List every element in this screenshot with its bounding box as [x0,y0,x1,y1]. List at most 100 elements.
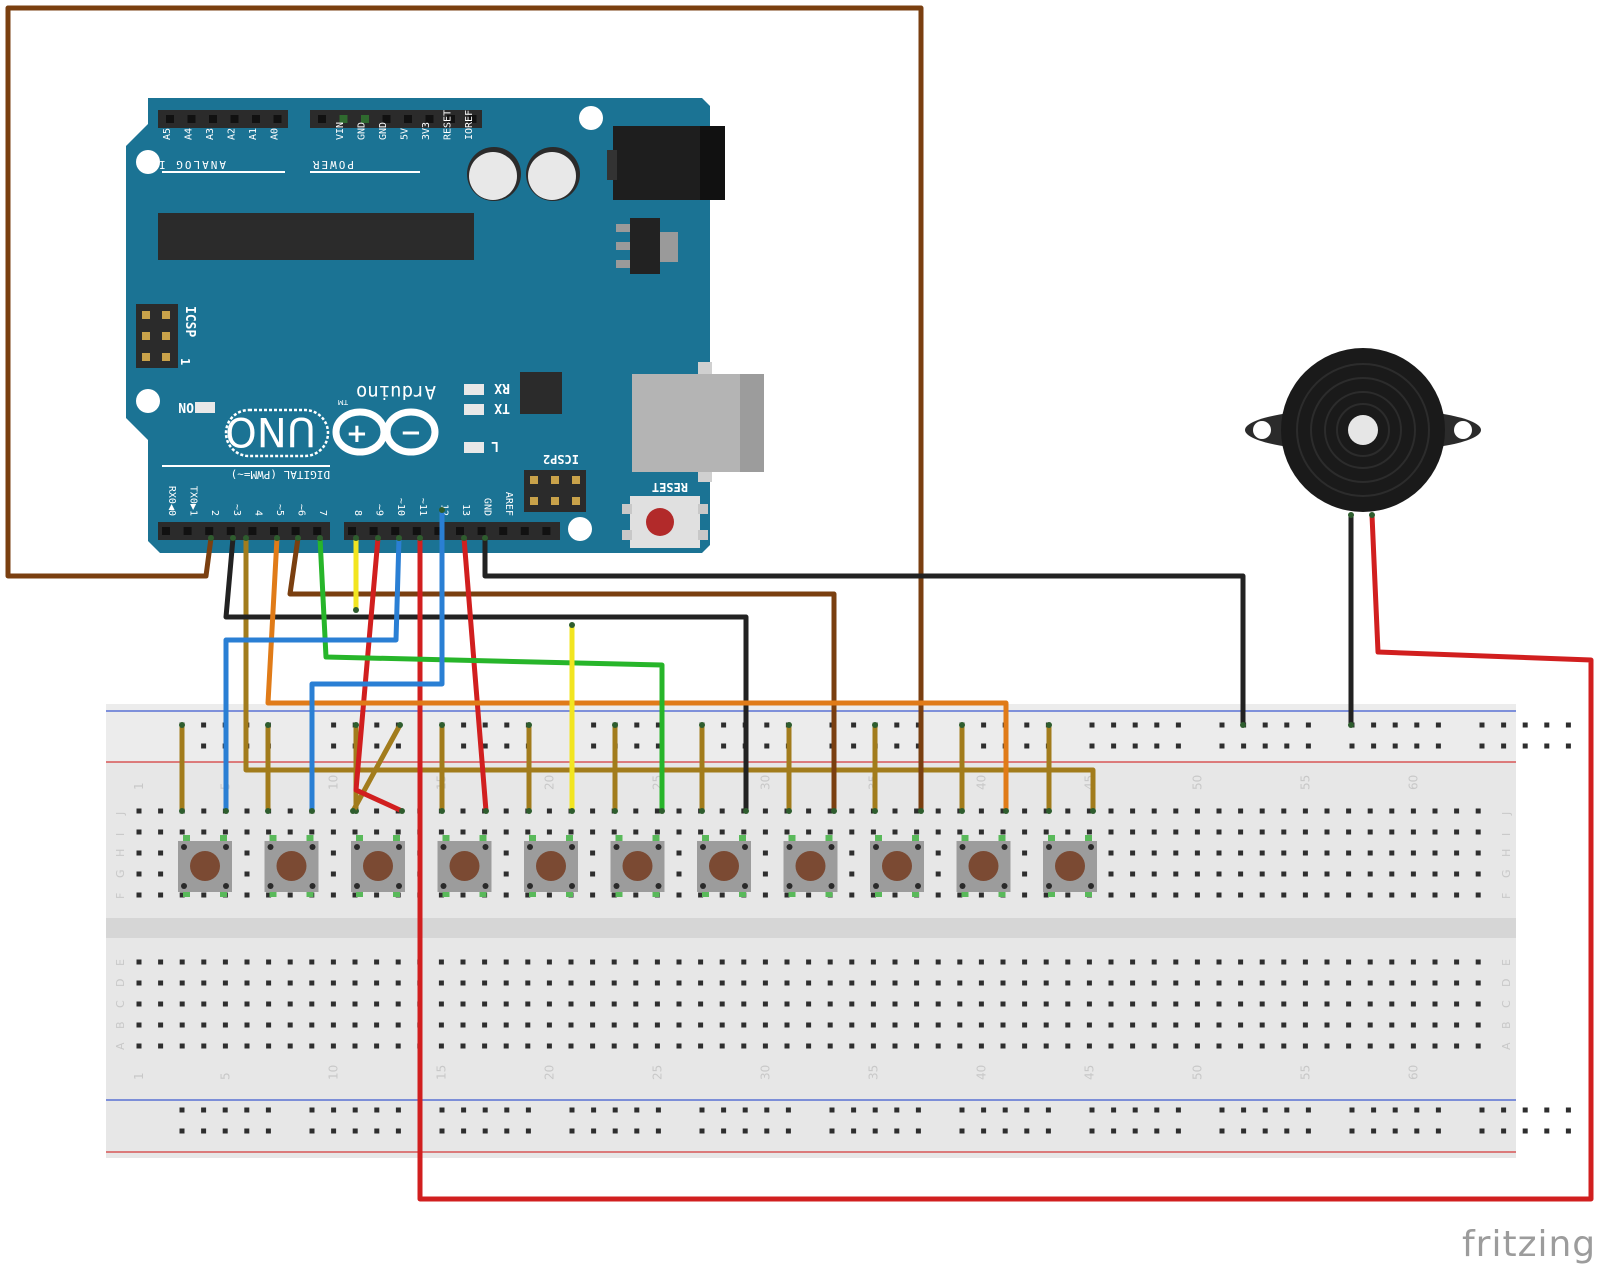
breadboard-hole [503,959,509,965]
rx-label: RX [494,380,510,395]
breadboard-hole [1108,892,1114,898]
arduino-tm-text: TM [338,398,349,406]
breadboard-hole [1259,808,1265,814]
breadboard-hole [330,871,336,877]
rail-hole [1024,1107,1030,1113]
pushbutton[interactable] [956,835,1011,897]
breadboard-hole [1410,829,1416,835]
power-pin-label: 3V3 [421,122,432,140]
pushbutton[interactable] [437,835,492,897]
breadboard-hole [1302,1043,1308,1049]
rail-hole [1024,722,1030,728]
breadboard-hole [935,892,941,898]
breadboard-hole [460,959,466,965]
rail-hole [482,1128,488,1134]
red-buzzer-wire [417,512,1594,1202]
breadboard-hole [806,1022,812,1028]
l-led [464,442,484,453]
breadboard-hole [870,1022,876,1028]
breadboard-hole [136,1001,142,1007]
breadboard-hole [158,1001,164,1007]
breadboard-hole [568,829,574,835]
rail-hole [1284,722,1290,728]
breadboard-hole [482,1043,488,1049]
breadboard-hole [1259,829,1265,835]
row-letter: A [114,1042,127,1050]
breadboard-hole [957,1022,963,1028]
analog-pin-label: A4 [184,128,195,140]
breadboard-hole [136,980,142,986]
breadboard-hole [1346,980,1352,986]
breadboard-hole [1130,808,1136,814]
breadboard-hole [1302,850,1308,856]
row-letter: B [1500,1021,1513,1029]
column-number: 55 [1298,775,1312,790]
header-pin [248,527,257,535]
pushbutton[interactable] [1043,835,1097,897]
breadboard-hole [352,980,358,986]
rail-hole [1154,1128,1160,1134]
rail-hole [1544,1128,1550,1134]
breadboard-hole [1281,808,1287,814]
rail-hole [721,1107,727,1113]
rail-hole [1154,722,1160,728]
rail-hole [742,1107,748,1113]
breadboard-hole [568,1043,574,1049]
rail-hole [461,1128,467,1134]
breadboard-hole [374,1043,380,1049]
header-pin [425,115,434,123]
breadboard-hole [806,959,812,965]
red-wire-b [461,535,489,814]
header-pin [382,115,391,123]
on-led [195,402,215,413]
header-pin [252,115,260,123]
breadboard-hole [266,980,272,986]
breadboard-hole [1346,1043,1352,1049]
rail-hole [222,1128,228,1134]
rail-hole [591,1128,597,1134]
pushbutton[interactable] [610,835,665,897]
breadboard-hole [395,1022,401,1028]
breadboard-hole [935,829,941,835]
pushbutton[interactable] [697,835,751,897]
breadboard-hole [1475,871,1481,877]
breadboard-hole [1238,892,1244,898]
row-letter: G [1500,869,1513,878]
rail-hole [504,1128,510,1134]
breadboard-hole [438,1001,444,1007]
pushbutton[interactable] [870,835,924,897]
rail-hole [655,722,661,728]
pushbutton[interactable] [783,835,838,897]
rail-hole [1219,743,1225,749]
breadboard-hole [1454,1022,1460,1028]
breadboard-hole [1022,1043,1028,1049]
breadboard-hole [201,892,207,898]
rail-hole [1284,743,1290,749]
breadboard-hole [287,829,293,835]
rail-hole [764,1107,770,1113]
header-pin [456,527,464,535]
breadboard-hole [784,892,790,898]
pushbutton[interactable] [351,835,405,897]
breadboard-hole [1194,892,1200,898]
breadboard-hole [957,1001,963,1007]
breadboard-hole [266,892,272,898]
breadboard-hole [654,980,660,986]
reset-button[interactable] [622,496,708,548]
breadboard-hole [460,1001,466,1007]
breadboard-hole [719,980,725,986]
fritzing-brand: fritzing [1462,1224,1596,1265]
breadboard-hole [1389,1043,1395,1049]
breadboard-hole [1238,1043,1244,1049]
breadboard-hole [1194,980,1200,986]
rail-hole [1501,1107,1507,1113]
rail-hole [851,722,857,728]
pushbutton[interactable] [178,835,232,897]
pushbutton[interactable] [524,835,578,897]
breadboard-hole [395,1001,401,1007]
breadboard-hole [698,959,704,965]
pushbutton[interactable] [264,835,319,897]
breadboard-hole [1151,892,1157,898]
rail-hole [1089,1128,1095,1134]
breadboard-hole [1367,871,1373,877]
